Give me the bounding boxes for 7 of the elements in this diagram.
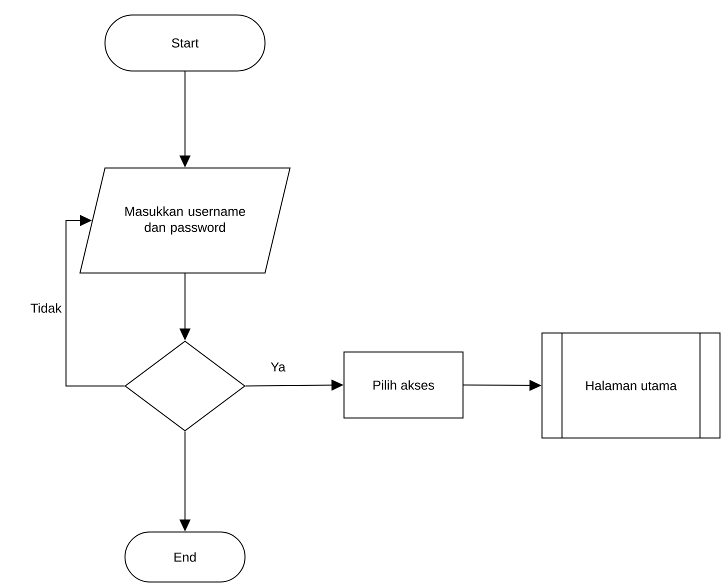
process-box: Pilih akses <box>344 352 464 418</box>
arrow <box>66 214 125 386</box>
terminal-box: End <box>124 532 246 582</box>
edge-label: Tidak <box>29 302 63 314</box>
edge-label: Ya <box>270 361 286 373</box>
terminal-box: Start <box>104 14 266 72</box>
predefined-process-box: Halaman utama <box>542 332 720 438</box>
